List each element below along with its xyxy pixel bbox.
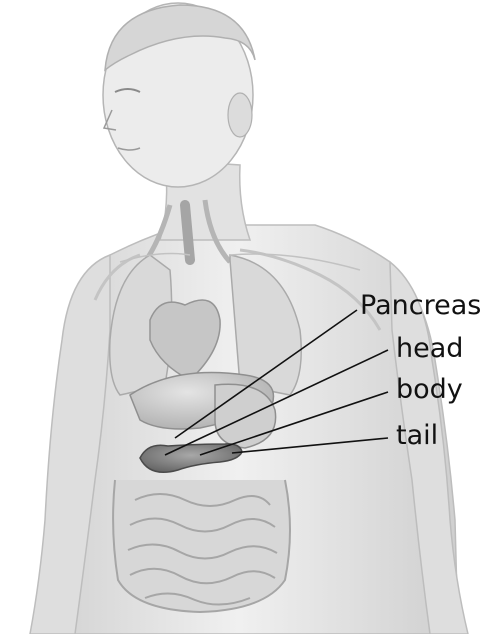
label-pancreas: Pancreas xyxy=(360,292,481,319)
head xyxy=(103,3,255,187)
intestines xyxy=(113,480,290,612)
label-head: head xyxy=(396,335,463,362)
label-body: body xyxy=(396,376,463,403)
label-tail: tail xyxy=(396,422,438,449)
